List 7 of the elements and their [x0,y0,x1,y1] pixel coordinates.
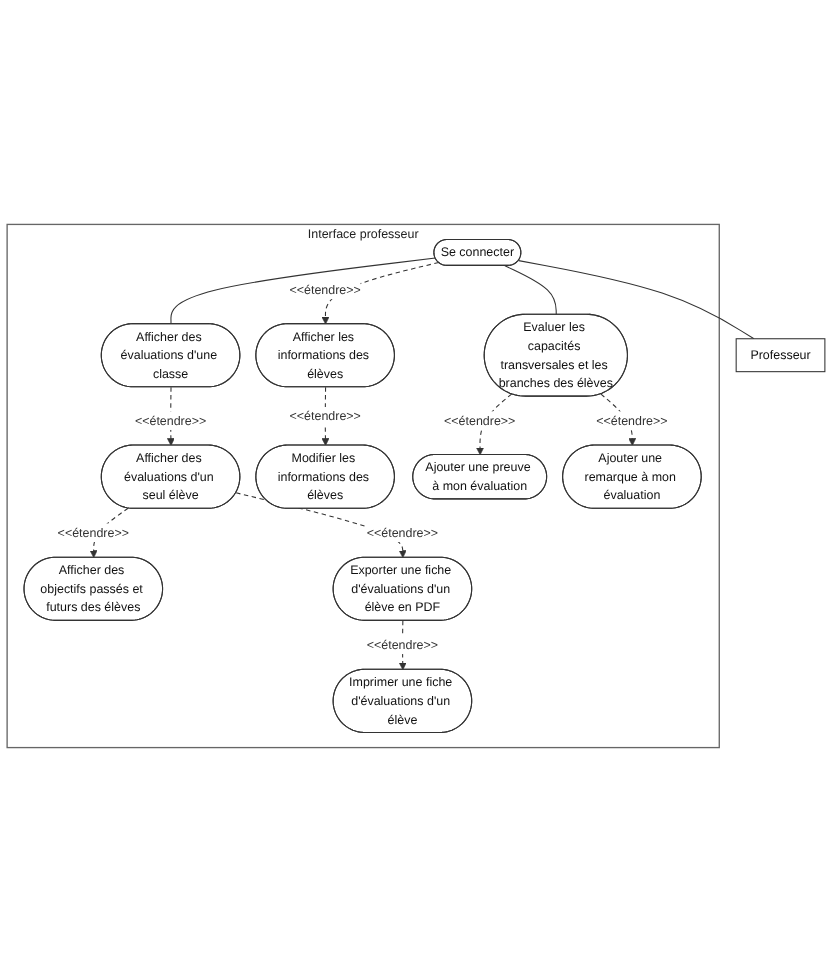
arrow [321,386,330,446]
arrow [476,393,513,456]
connector [170,257,436,325]
connector [504,265,557,316]
connector [518,260,755,340]
arrow [600,393,637,446]
arrow [89,507,129,558]
